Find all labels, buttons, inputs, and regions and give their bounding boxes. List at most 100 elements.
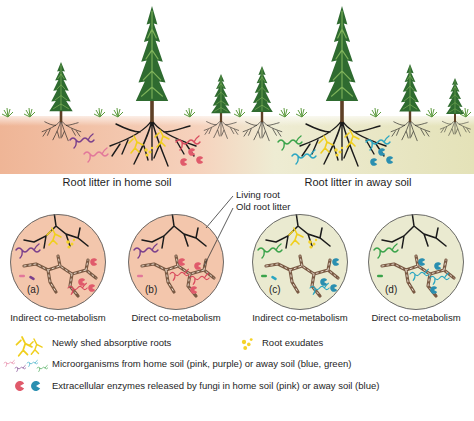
home-soil-panel bbox=[142, 256, 214, 296]
tree-roots bbox=[440, 120, 470, 136]
panel-caption: Indirect co-metabolism bbox=[237, 313, 363, 324]
away-soil-panel bbox=[382, 256, 454, 296]
legend-row: Extracellular enzymes released by fungi … bbox=[52, 380, 468, 391]
soil-microbes bbox=[366, 136, 390, 150]
leader-line bbox=[204, 208, 233, 266]
circle-panel: (a)Indirect co-metabolism bbox=[10, 214, 106, 310]
soil-microbes bbox=[370, 158, 377, 166]
home-soil-panel bbox=[88, 284, 95, 292]
grass-tuft bbox=[112, 108, 123, 117]
pine-tree bbox=[136, 6, 168, 122]
panel-caption: Direct co-metabolism bbox=[353, 313, 474, 324]
home-soil-panel bbox=[47, 228, 61, 245]
home-soil-panel bbox=[178, 258, 185, 266]
pine-tree bbox=[49, 6, 464, 122]
pine-tree bbox=[49, 62, 72, 122]
away-soil-panel bbox=[330, 284, 337, 292]
soil-microbes bbox=[278, 136, 302, 150]
home-soil-panel bbox=[24, 256, 96, 296]
legend-text: Extracellular enzymes released by fungi … bbox=[52, 380, 379, 391]
home-soil-panel bbox=[142, 212, 206, 248]
home-soil-panel bbox=[19, 275, 25, 278]
circle-outline bbox=[252, 214, 348, 310]
soil-microbes bbox=[188, 148, 195, 156]
panel-tag: (b) bbox=[144, 284, 158, 296]
legend-icon bbox=[17, 337, 32, 356]
legend-icon bbox=[15, 381, 24, 391]
away-soil-panel bbox=[368, 212, 464, 310]
away-soil-panel bbox=[261, 275, 267, 278]
home-soil-panel bbox=[190, 273, 209, 284]
home-soil-panel bbox=[194, 262, 201, 270]
leader-line bbox=[204, 196, 233, 266]
pine-tree bbox=[399, 64, 421, 122]
tree-roots bbox=[42, 120, 81, 141]
home-soil-panel bbox=[137, 275, 143, 278]
grass-tuft bbox=[234, 108, 245, 117]
circle-panel: (c)Indirect co-metabolism bbox=[252, 214, 348, 310]
panel-caption: Direct co-metabolism bbox=[113, 313, 239, 324]
circle-outline bbox=[129, 215, 224, 310]
legend-icon bbox=[37, 365, 48, 371]
away-soil-panel bbox=[289, 228, 303, 245]
soil-microbes bbox=[70, 134, 94, 148]
panel-tag: (d) bbox=[384, 284, 398, 296]
legend-row: Root exudates bbox=[262, 337, 452, 348]
callout-label: Living root bbox=[236, 190, 316, 201]
legend-row: Microorganisms from home soil (pink, pur… bbox=[52, 358, 468, 369]
pine-tree bbox=[211, 74, 231, 122]
legend-row: Newly shed absorptive roots bbox=[52, 337, 227, 348]
circle-outline bbox=[10, 214, 106, 310]
pine-tree bbox=[446, 78, 464, 122]
home-soil-panel bbox=[66, 239, 75, 249]
grass-tuft bbox=[279, 108, 290, 117]
away-soil-panel bbox=[430, 273, 449, 284]
home-soil-panel bbox=[142, 256, 214, 296]
away-soil-panel bbox=[271, 275, 277, 280]
away-soil-panel bbox=[266, 256, 338, 296]
leader-line bbox=[206, 196, 233, 228]
circle-panel: (b)Direct co-metabolism bbox=[128, 214, 224, 310]
soil-microbes bbox=[144, 147, 153, 157]
tree-roots bbox=[391, 120, 430, 141]
circle-outline bbox=[128, 214, 224, 310]
away-soil-panel bbox=[266, 256, 338, 296]
home-soil-panel bbox=[24, 212, 88, 248]
legend-icon bbox=[30, 339, 43, 354]
legend-icon bbox=[27, 360, 38, 366]
legend-icon bbox=[15, 365, 26, 371]
soil-microbes bbox=[292, 150, 316, 164]
away-soil-panel bbox=[382, 256, 454, 296]
soil-band bbox=[0, 116, 474, 174]
grass-tuft bbox=[370, 108, 381, 117]
grass-tuft bbox=[426, 108, 437, 117]
home-soil-panel bbox=[78, 278, 85, 286]
soil-microbes bbox=[386, 156, 393, 164]
legend-text: Root exudates bbox=[262, 337, 323, 348]
home-soil-panel bbox=[190, 286, 197, 294]
soil-microbes bbox=[84, 148, 108, 162]
circle-outline bbox=[11, 215, 106, 310]
away-soil-panel bbox=[332, 258, 339, 266]
away-soil-panel bbox=[320, 278, 327, 286]
soil-microbes bbox=[180, 158, 187, 166]
legend-text: Microorganisms from home soil (pink, pur… bbox=[52, 358, 351, 369]
panel-tag: (a) bbox=[26, 284, 40, 296]
home-soil-panel bbox=[90, 258, 97, 266]
soil-microbes bbox=[129, 136, 143, 153]
grass-tuft bbox=[2, 108, 13, 117]
circle-outline bbox=[369, 215, 464, 310]
callout-label: Old root litter bbox=[236, 202, 316, 213]
circle-panel: (d)Direct co-metabolism bbox=[368, 214, 464, 310]
home-soil-panel bbox=[134, 244, 158, 258]
home-soil-panel bbox=[29, 275, 35, 280]
legend-icon bbox=[242, 338, 253, 350]
pine-tree bbox=[251, 66, 273, 122]
away-soil-panel bbox=[266, 212, 330, 248]
away-soil-panel bbox=[374, 244, 398, 258]
away-soil-panel bbox=[382, 212, 446, 248]
home-soil-panel bbox=[10, 212, 106, 310]
soil-microbes bbox=[155, 130, 169, 147]
circle-outline bbox=[253, 215, 348, 310]
soil-microbes bbox=[334, 147, 343, 157]
